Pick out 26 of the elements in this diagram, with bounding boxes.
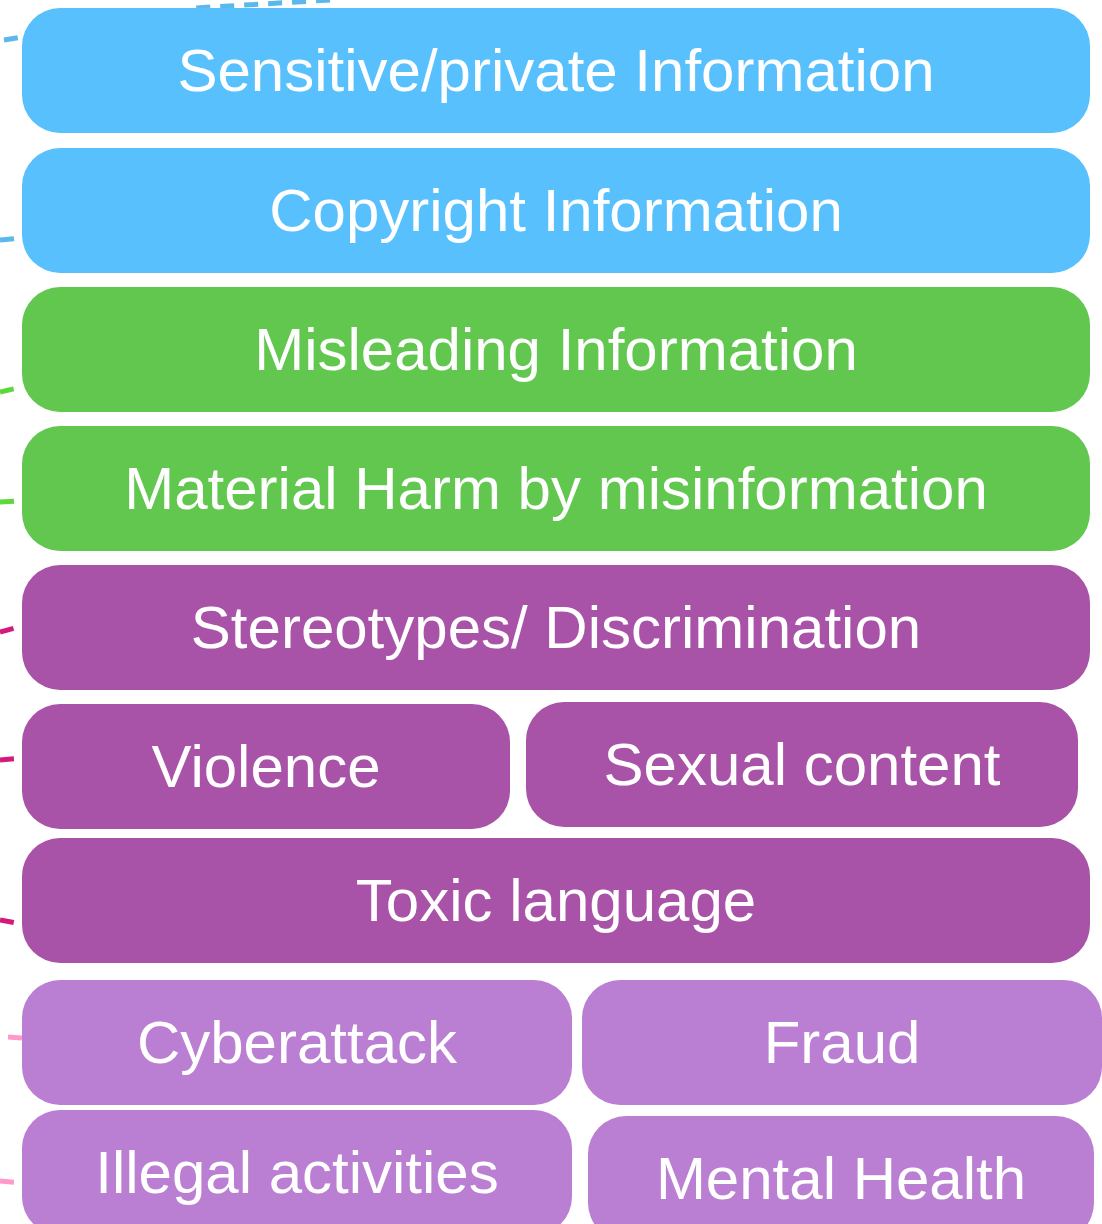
category-label: Misleading Information bbox=[254, 315, 858, 384]
category-box bbox=[22, 8, 1090, 133]
category-label: Material Harm by misinformation bbox=[124, 454, 988, 523]
category-label: Fraud bbox=[763, 1008, 921, 1077]
category-box bbox=[22, 1110, 572, 1224]
dashed-line bbox=[194, 0, 331, 11]
category-box bbox=[22, 838, 1090, 963]
category-box bbox=[22, 287, 1090, 412]
category-label: Mental Health bbox=[655, 1144, 1027, 1213]
category-box bbox=[22, 148, 1090, 273]
category-label: Copyright Information bbox=[269, 176, 843, 245]
category-box bbox=[22, 426, 1090, 551]
category-box bbox=[526, 702, 1078, 827]
category-label: Sensitive/private Information bbox=[177, 36, 935, 105]
category-box bbox=[588, 1116, 1094, 1224]
category-label: Sexual content bbox=[603, 730, 1001, 799]
category-label: Violence bbox=[151, 732, 381, 801]
category-label: Cyberattack bbox=[136, 1008, 458, 1077]
dashed-line bbox=[7, 1034, 23, 1041]
category-box bbox=[582, 980, 1102, 1105]
category-label: Illegal activities bbox=[95, 1138, 499, 1207]
category-label: Stereotypes/ Discrimination bbox=[190, 593, 922, 662]
category-box bbox=[22, 980, 572, 1105]
category-box bbox=[22, 704, 510, 829]
category-box bbox=[22, 565, 1090, 690]
category-label: Toxic language bbox=[355, 866, 757, 935]
